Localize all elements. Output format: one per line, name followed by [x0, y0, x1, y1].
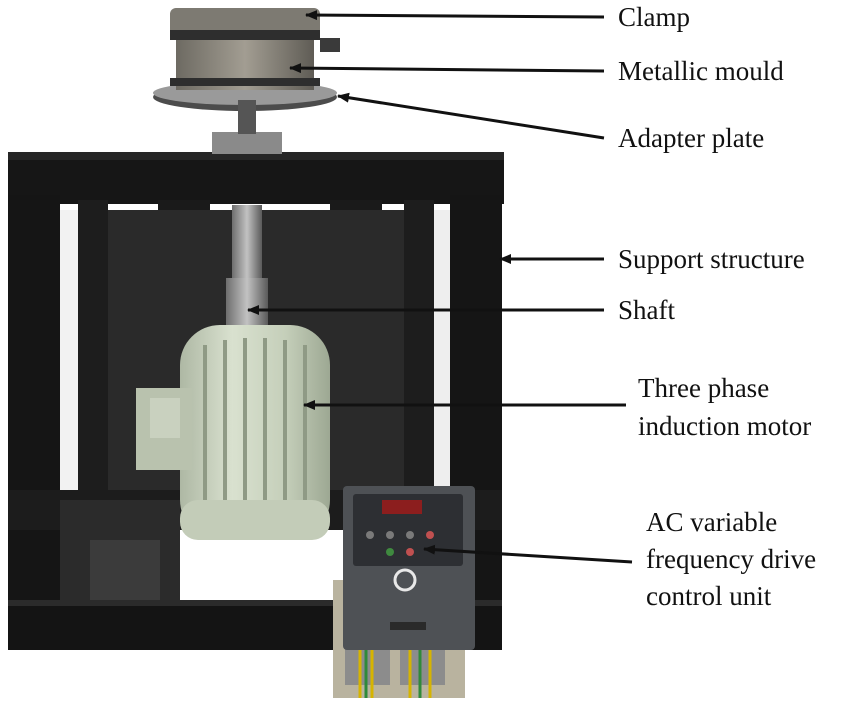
label-clamp: Clamp [618, 2, 690, 32]
label-shaft: Shaft [618, 295, 675, 325]
shaft [212, 132, 282, 328]
induction-motor [136, 325, 330, 540]
callout-arrows [247, 10, 633, 564]
arrow-metallic-mould [289, 63, 605, 74]
label-adapter-plate: Adapter plate [618, 123, 765, 153]
label-drive-line1: AC variable [646, 507, 778, 537]
label-metallic-mould: Metallic mould [618, 56, 784, 86]
vfd-control-unit [333, 486, 475, 698]
arrow-clamp [305, 10, 605, 21]
label-drive-line2: frequency drive [646, 544, 817, 574]
label-support-structure: Support structure [618, 244, 805, 274]
mould-assembly [153, 8, 340, 134]
label-motor-line2: induction motor [638, 411, 812, 441]
label-motor-line1: Three phase [638, 373, 770, 403]
label-drive-line3: control unit [646, 581, 772, 611]
arrow-adapter-plate [337, 92, 605, 140]
arrow-drive [423, 544, 633, 564]
